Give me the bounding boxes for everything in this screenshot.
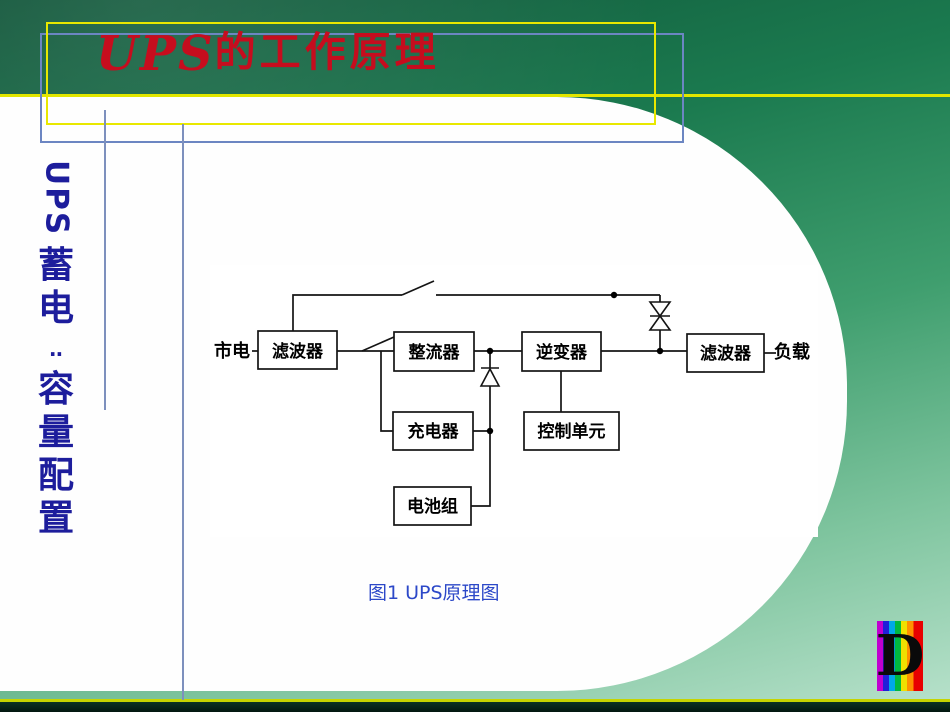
junction-dots xyxy=(486,291,664,435)
load-output-label: 负载 xyxy=(774,341,810,363)
filter-output-box: 滤波器 xyxy=(686,333,765,373)
rectifier-box: 整流器 xyxy=(393,331,475,372)
static-bypass-switch-icon xyxy=(648,301,672,331)
figure-caption: 图1 UPS原理图 xyxy=(368,582,500,604)
vertical-topic-char: 容 xyxy=(37,369,74,411)
filter-input-label: 滤波器 xyxy=(272,341,324,362)
vertical-guide-line-right xyxy=(182,124,184,700)
title-frame-yellow xyxy=(46,22,656,125)
filter-input-box: 滤波器 xyxy=(257,330,338,370)
rectifier-label: 整流器 xyxy=(409,342,461,363)
vertical-guide-line-left xyxy=(104,110,106,410)
ups-block-diagram: 滤波器 整流器 逆变器 滤波器 充电器 控制单元 xyxy=(210,265,818,537)
inverter-label: 逆变器 xyxy=(536,342,588,363)
vertical-topic-latin: UPS xyxy=(38,160,75,237)
battery-box: 电池组 xyxy=(393,486,472,526)
diagram-wires xyxy=(252,280,776,507)
bottom-dark-strip xyxy=(0,702,950,712)
charger-box: 充电器 xyxy=(392,411,474,451)
battery-diode-icon xyxy=(479,367,501,387)
battery-label: 电池组 xyxy=(407,496,458,517)
bottom-divider-line xyxy=(0,699,950,702)
vertical-topic-char: 蓄 xyxy=(37,245,74,287)
vertical-topic-dots: ‥ xyxy=(49,337,63,362)
vertical-topic-char: 量 xyxy=(37,412,74,454)
charger-label: 充电器 xyxy=(408,421,460,442)
title-frame-blue xyxy=(40,33,684,143)
vertical-topic-text: UPS 蓄 电 ‥ 容 量 配 置 xyxy=(20,160,92,540)
brand-logo: D xyxy=(875,621,925,691)
slide-title: UPS的工作原理 xyxy=(96,22,440,82)
brand-logo-letter: D xyxy=(875,623,925,689)
slide-title-chinese: 的工作原理 xyxy=(214,28,440,76)
vertical-topic-char: 置 xyxy=(37,498,74,540)
vertical-topic-char: 配 xyxy=(37,455,74,497)
filter-output-label: 滤波器 xyxy=(700,343,752,364)
mains-input-label: 市电 xyxy=(214,340,250,362)
slide-title-latin: UPS xyxy=(96,26,215,82)
control-unit-box: 控制单元 xyxy=(523,411,620,451)
vertical-topic-char: 电 xyxy=(37,288,74,330)
top-divider-line xyxy=(0,94,950,97)
control-unit-label: 控制单元 xyxy=(538,421,606,442)
inverter-box: 逆变器 xyxy=(521,331,602,372)
